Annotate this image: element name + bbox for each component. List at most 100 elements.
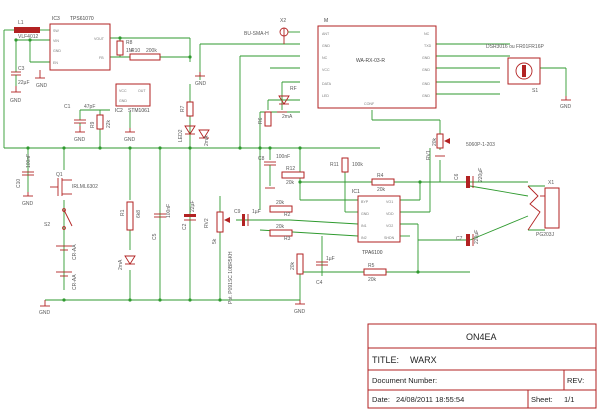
r4-ref: R4: [377, 173, 384, 179]
connector-x2: [279, 27, 289, 44]
rx-module-m: [317, 25, 437, 109]
capacitor-c1: [74, 119, 86, 126]
gnd-label-c3: GND: [10, 98, 22, 104]
resistor-r5: [363, 268, 387, 276]
r5-ref: R5: [368, 263, 375, 269]
ic1-left-pin-4: IN2: [361, 236, 367, 240]
title-block-date-value: 24/08/2011 18:55:54: [396, 395, 464, 404]
ic3-tps61070: [49, 23, 111, 71]
gnd-label-ic2: GND: [124, 137, 136, 143]
x1-value: PG203J: [536, 232, 555, 238]
ic1-left-pin-1: BYP: [361, 200, 369, 204]
r3-value: 20k: [276, 224, 285, 230]
mosfet-q1: [50, 178, 72, 196]
r9-value: 22k: [106, 119, 112, 128]
r10-value: 200k: [146, 48, 157, 54]
r7-ref: R7: [180, 105, 186, 112]
capacitor-c7: [466, 234, 474, 246]
rv1-value-res: 20k: [432, 137, 438, 146]
ic2-value: STM1061: [128, 108, 150, 114]
m-left-pin-3: NC: [322, 56, 328, 60]
l1-value: VLF4012: [18, 34, 39, 40]
capacitor-c2: [184, 214, 196, 221]
r11-ref: R11: [330, 162, 339, 168]
ic3-pin-en: EN: [53, 61, 58, 65]
title-block-company: ON4EA: [466, 332, 497, 342]
led4-value: 2mA: [118, 259, 124, 270]
ic1-right-pin-1: VO1: [386, 200, 393, 204]
switch-s2: [62, 208, 73, 230]
ic1-right-pin-4: SHDN: [384, 236, 395, 240]
c4-ref: C4: [316, 280, 323, 286]
ic2-pin-gnd: GND: [119, 99, 127, 103]
led1-label: RF: [290, 86, 297, 92]
gnd-label-c1: GND: [74, 137, 86, 143]
ic2-ref: IC2: [115, 108, 123, 114]
resistor-r12: [281, 171, 305, 179]
x1-ref: X1: [548, 180, 554, 186]
c8-value: 100nF: [276, 154, 290, 160]
r1-value: 6k8: [136, 210, 142, 218]
ic3-value: TPS61070: [70, 16, 94, 22]
r-vert-value: 20k: [290, 261, 296, 270]
r5-value: 20k: [368, 277, 377, 283]
c7-value: 220µF: [474, 230, 480, 244]
m-right-pin-2: TXD: [424, 44, 432, 48]
ic2-pin-vcc: VCC: [119, 89, 127, 93]
q1-ref: Q1: [56, 172, 63, 178]
led3-value: 2mA: [204, 135, 210, 146]
rotary-switch-s1: [507, 57, 541, 85]
m-left-pin-4: VCC: [322, 68, 330, 72]
r1-ref: R1: [120, 209, 126, 216]
ic2-stm1061: [115, 83, 151, 107]
resistor-r2: [269, 205, 293, 213]
ic1-right-pin-3: VO2: [386, 224, 393, 228]
resistor-r10: [129, 53, 161, 61]
led2-ref: LED2: [178, 129, 184, 142]
ic3-pin-fb: FB: [99, 56, 104, 60]
ic3-pin-gnd: GND: [53, 49, 61, 53]
c3-ref: C3: [18, 66, 25, 72]
led1-current: 2mA: [282, 114, 293, 120]
q1-value: IRLML6302: [72, 184, 98, 190]
gnd-label-c10: GND: [22, 201, 34, 207]
m-right-pin-3: GND: [422, 56, 430, 60]
ic3-ref: IC3: [52, 16, 60, 22]
battery-1: [56, 245, 72, 251]
rv2-value: Pot. P091SC 10BR5KH: [228, 251, 234, 304]
gnd-label-bat: GND: [39, 310, 51, 316]
resistor-r9: [96, 114, 104, 130]
c10-ref: C10: [16, 179, 22, 188]
capacitor-c5: [154, 213, 166, 218]
ic1-left-pin-3: IN1: [361, 224, 367, 228]
m-left-pin-5: DATA: [322, 82, 332, 86]
rv1-value: 5060P-1-203: [466, 142, 495, 148]
c1-value: 47pF: [84, 104, 95, 110]
c6-ref: C6: [454, 173, 460, 180]
resistor-r8: [116, 40, 124, 56]
l1-ref: L1: [18, 20, 24, 26]
gnd-label-amp: GND: [294, 309, 306, 315]
title-block-sheet-label: Sheet:: [531, 395, 553, 404]
bat2-value: CR-AA: [72, 274, 78, 290]
s1-value: DSR3016 ou FR01FR16P: [486, 44, 544, 50]
ic1-left-pin-2: GND: [361, 212, 369, 216]
potentiometer-rv2: [216, 211, 230, 233]
m-left-pin-2: GND: [322, 44, 330, 48]
c2-value: 22µF: [190, 201, 196, 213]
capacitor-c10: [22, 171, 34, 176]
inductor-l1: [14, 27, 40, 33]
jack-x1: [527, 185, 560, 231]
capacitor-c6: [466, 176, 474, 188]
ic2-pin-out: OUT: [138, 89, 146, 93]
ic3-pin-sw: SW: [53, 29, 59, 33]
r12-value: 20k: [286, 180, 295, 186]
r4-value: 20k: [377, 187, 386, 193]
led-led4: [124, 255, 136, 265]
c3-value: 22µF: [18, 80, 30, 86]
r9-ref: R9: [90, 121, 96, 128]
r6-ref: R6: [258, 117, 264, 124]
resistor-r6: [264, 111, 272, 127]
m-ref: M: [324, 18, 328, 24]
